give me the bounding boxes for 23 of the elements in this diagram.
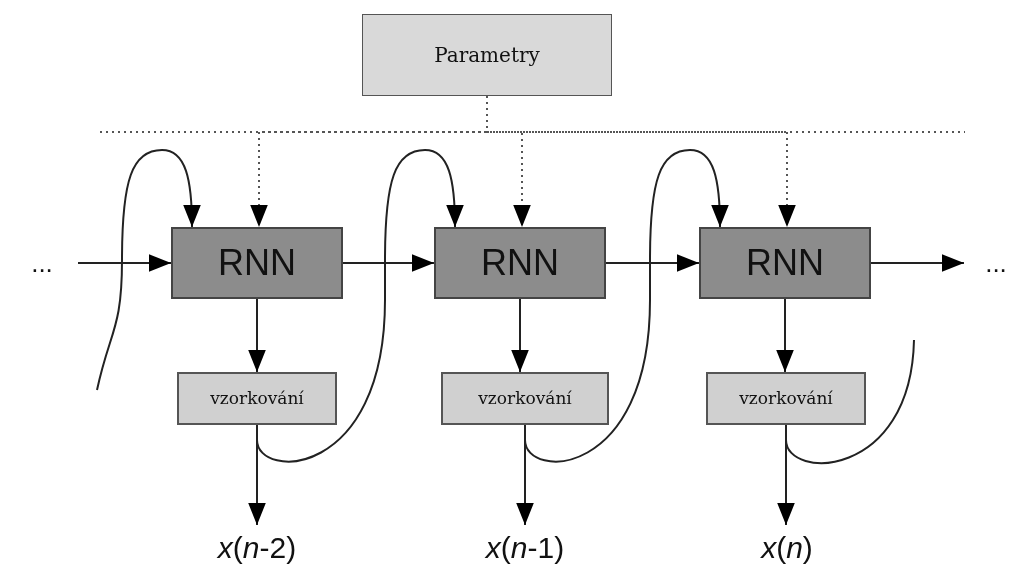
ellipsis: ...	[20, 248, 64, 278]
rnn-box: RNN	[171, 227, 343, 299]
rnn-box: RNN	[434, 227, 606, 299]
curved-line	[785, 339, 915, 464]
arrow	[870, 254, 965, 272]
output-label: x(n-1)	[450, 525, 600, 569]
sampling-box: vzorkování	[177, 372, 337, 425]
output-label: x(n)	[722, 525, 852, 569]
arrow	[605, 254, 700, 272]
arrow	[511, 298, 529, 373]
rnn-box: RNN	[699, 227, 871, 299]
ellipsis: ...	[974, 248, 1018, 278]
sampling-box: vzorkování	[441, 372, 609, 425]
arrow	[342, 254, 435, 272]
arrow	[776, 298, 794, 373]
output-label: x(n-2)	[187, 525, 327, 569]
arrow	[248, 298, 266, 373]
arrow	[77, 254, 172, 272]
arrow	[96, 149, 201, 391]
arrow	[524, 149, 729, 463]
parameter-box: Parametry	[362, 14, 612, 96]
arrow	[256, 149, 464, 463]
sampling-box: vzorkování	[706, 372, 866, 425]
